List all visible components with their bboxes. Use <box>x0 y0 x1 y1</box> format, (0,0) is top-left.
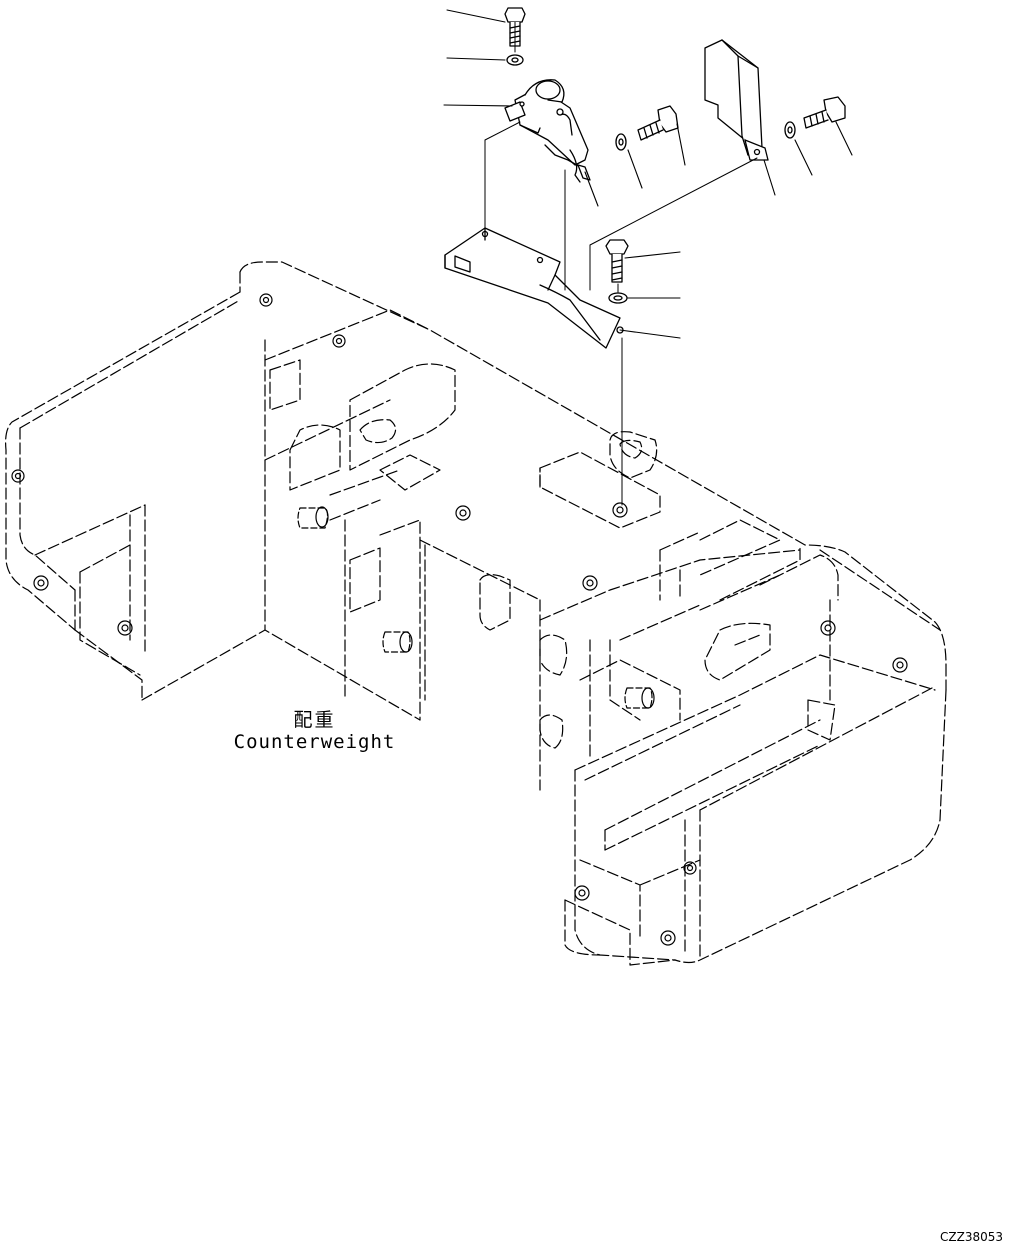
counterweight-body <box>5 261 947 966</box>
drawing-id: CZZ38053 <box>940 1230 1003 1244</box>
assembly-guide-lines <box>484 21 758 506</box>
washer-top <box>506 54 524 66</box>
bolt-middle <box>637 105 679 141</box>
washer-right <box>784 121 796 139</box>
counterweight-label-english: Counterweight <box>233 730 396 753</box>
counterweight-label-japanese: 配重 <box>293 709 336 731</box>
counterweight-bolt-holes <box>11 293 908 946</box>
cover-plate <box>704 39 769 161</box>
bolt-lower <box>605 239 629 283</box>
mounting-bracket <box>444 227 624 349</box>
switch-unit <box>504 79 591 183</box>
washer-lower <box>608 292 628 304</box>
washer-middle <box>615 133 627 151</box>
callout-leaders <box>443 9 853 339</box>
bolt-right <box>803 96 846 129</box>
counterweight-label: 配重 Counterweight <box>222 709 407 754</box>
